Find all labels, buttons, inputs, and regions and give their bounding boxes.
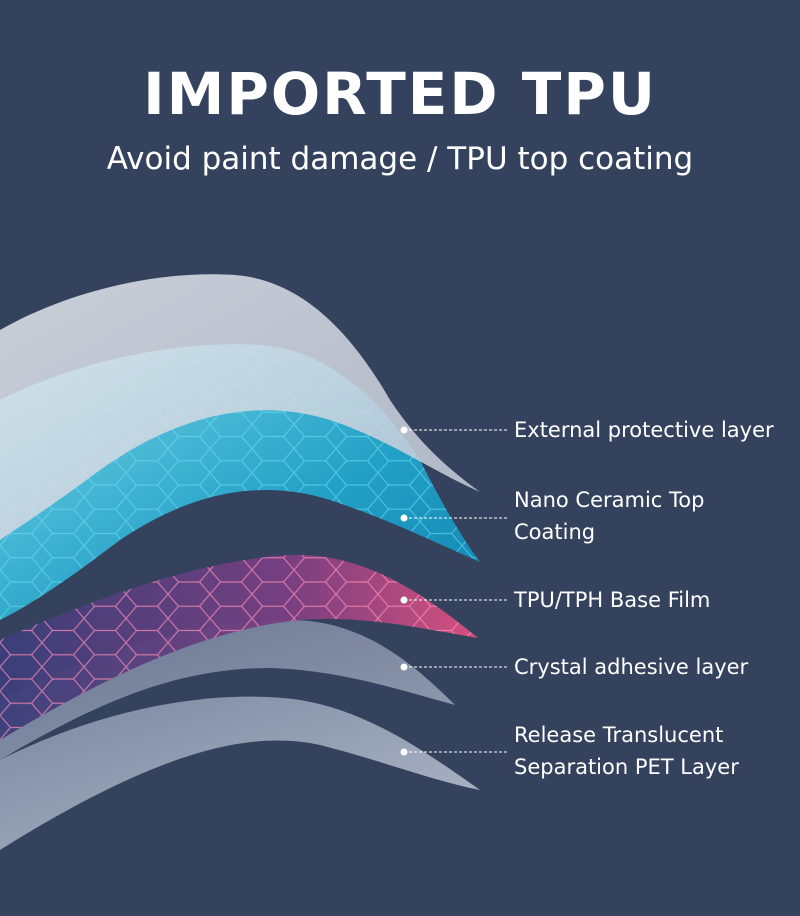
page-title: IMPORTED TPU — [143, 60, 657, 128]
page-subtitle: Avoid paint damage / TPU top coating — [106, 141, 694, 177]
hex-texture-pink — [0, 554, 478, 740]
layer-external-protective — [0, 274, 480, 540]
label-release-pet: Release Translucent Separation PET Layer — [514, 723, 739, 779]
callout-connectors — [404, 429, 508, 753]
label-tpu-base-film: TPU/TPH Base Film — [514, 588, 711, 612]
label-external-protective: External protective layer — [514, 418, 774, 442]
callout-dots — [400, 426, 408, 756]
label-nano-ceramic: Nano Ceramic Top Coating — [514, 488, 705, 544]
layer-release-pet — [0, 696, 480, 850]
label-crystal-adhesive: Crystal adhesive layer — [514, 655, 749, 679]
